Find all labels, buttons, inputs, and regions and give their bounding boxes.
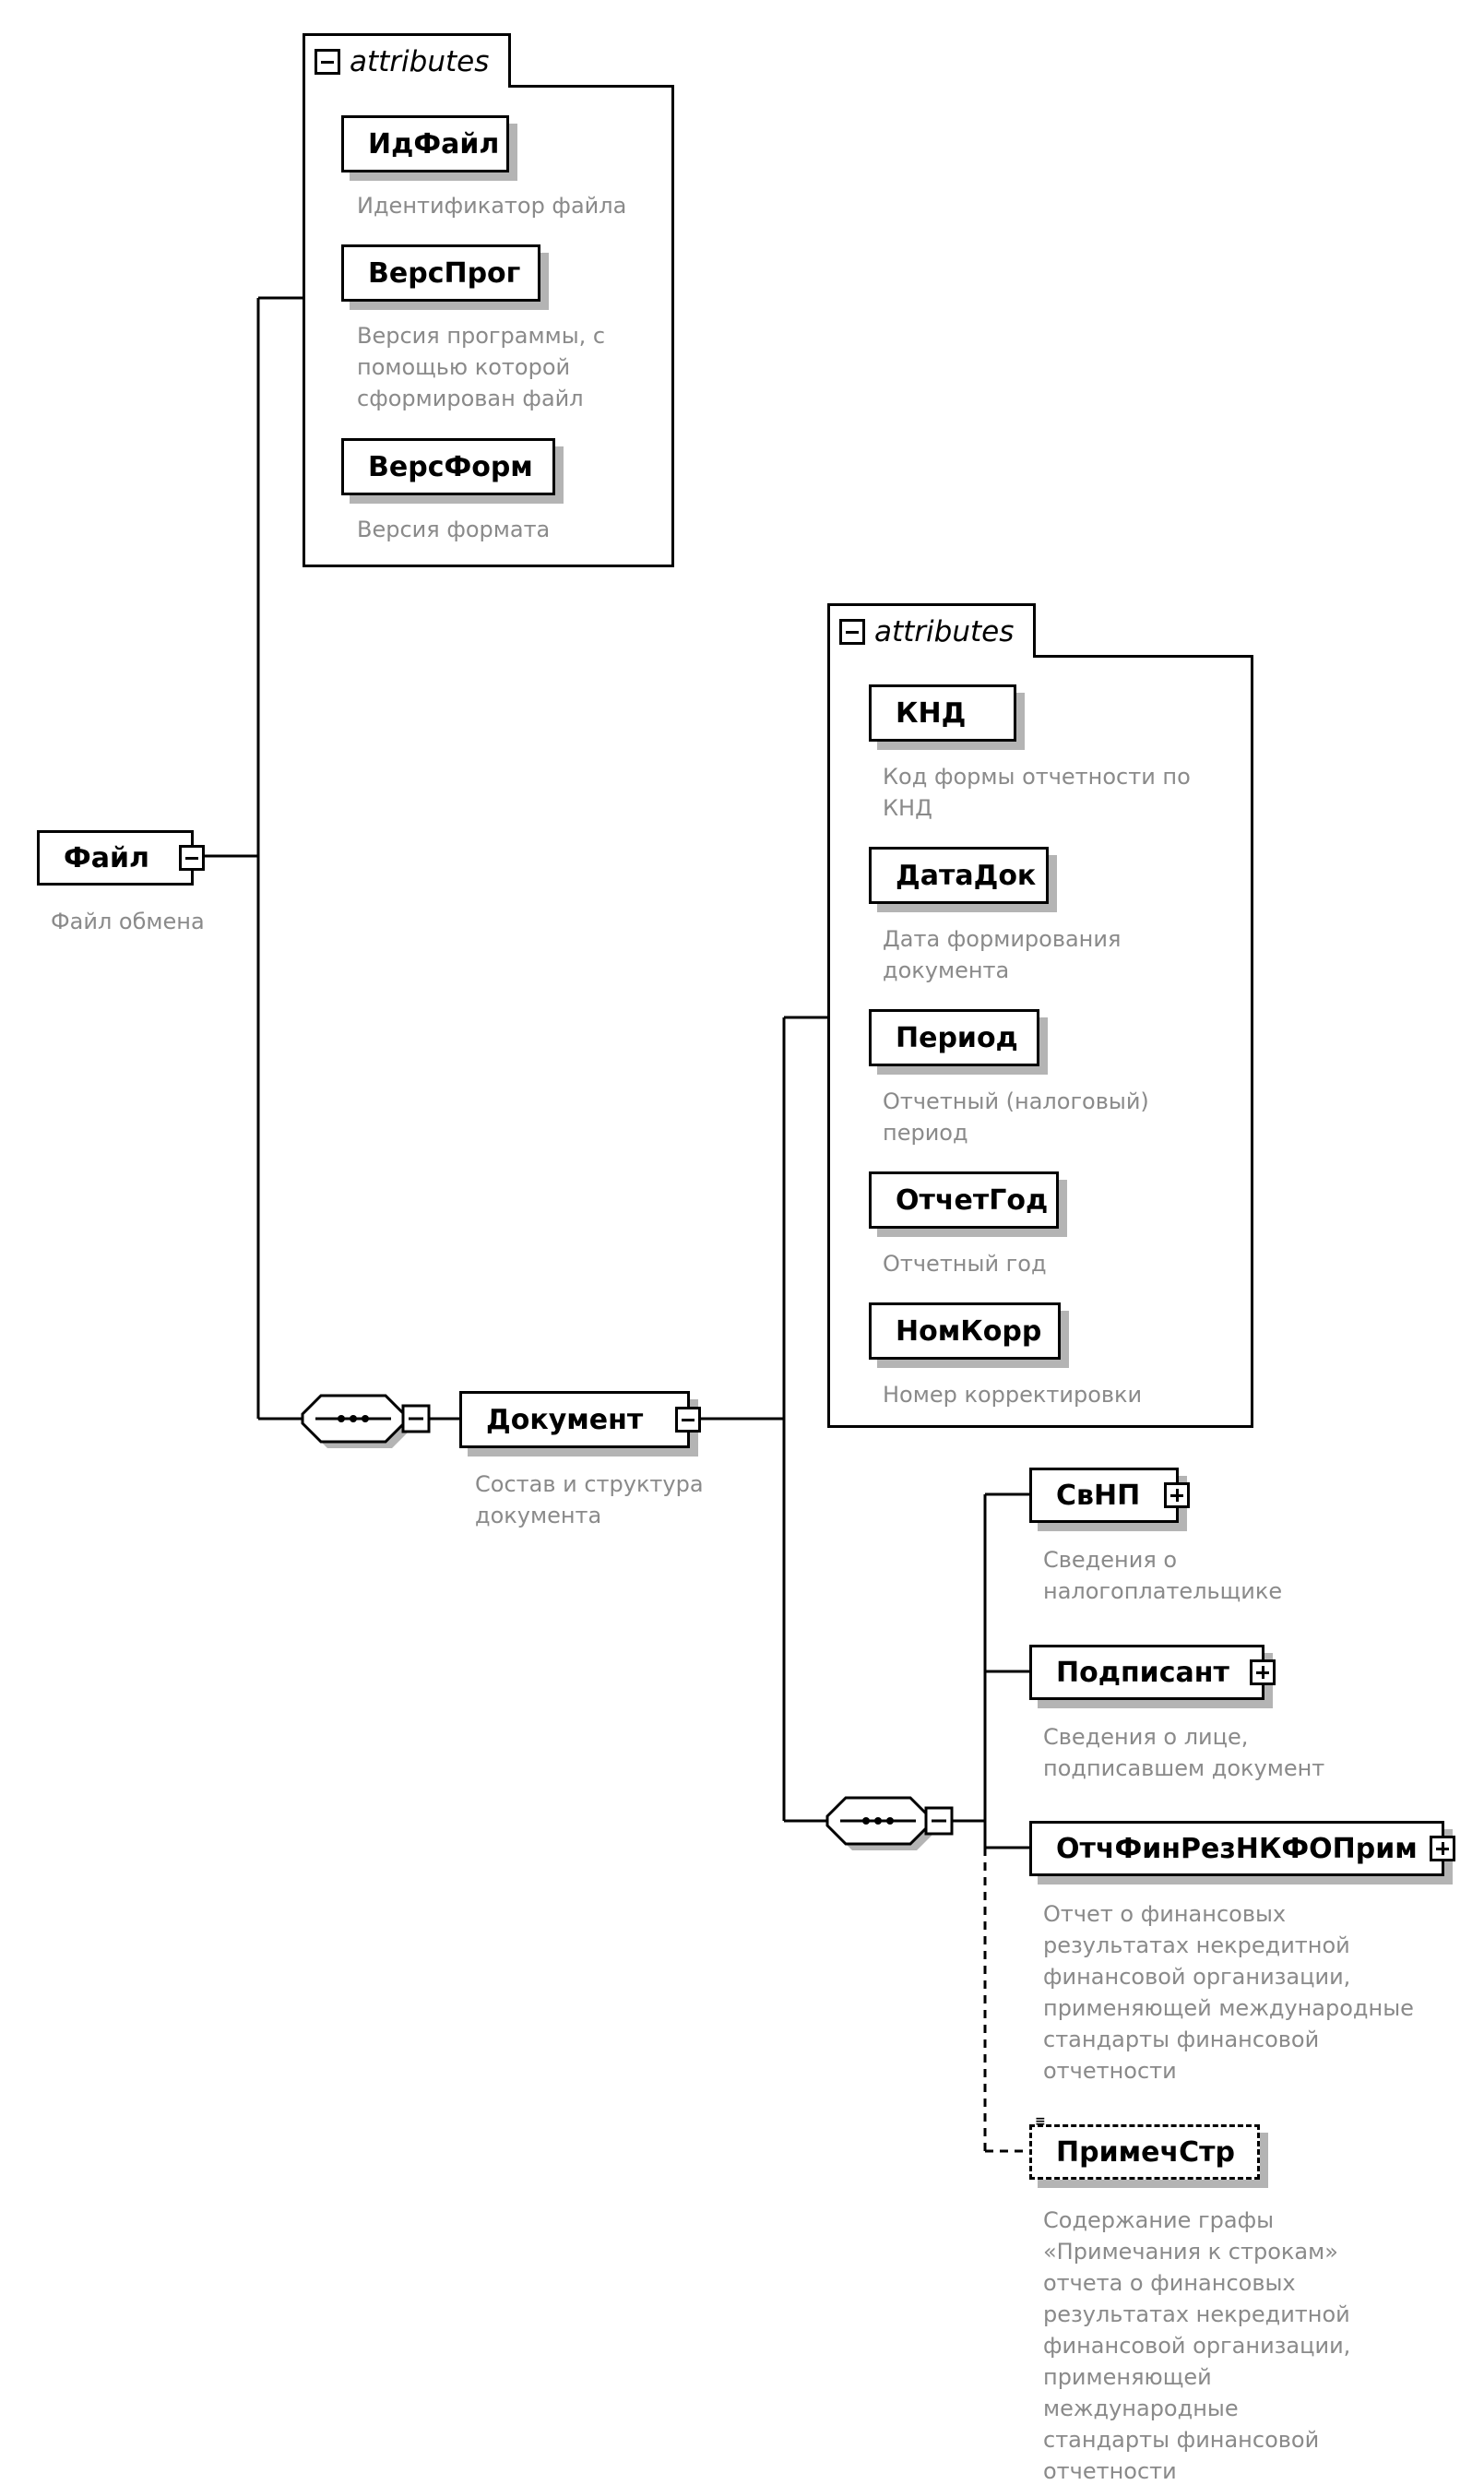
attribute-period[interactable]: Период [869,1009,1039,1066]
element-podpisant[interactable]: Подписант [1029,1645,1276,1700]
collapse-icon[interactable] [179,845,205,871]
element-description: Сведения о налогоплательщике [1043,1547,1283,1604]
attribute-otchetgod[interactable]: ОтчетГод [869,1171,1059,1229]
attribute-versform[interactable]: ВерсФорм [341,438,555,495]
element-description: Отчет о финансовых результатах некредитн… [1043,1901,1414,2084]
attribute-description: Идентификатор файла [357,193,627,219]
attributes-header[interactable]: attributes [827,603,1036,658]
sequence-compositor-icon [825,1796,935,1850]
attribute-description: Дата формирования документа [883,926,1122,983]
collapse-icon[interactable] [675,1407,701,1433]
attribute-idfile[interactable]: ИдФайл [341,115,509,172]
attribute-versprog[interactable]: ВерсПрог [341,244,540,302]
element-document[interactable]: Документ [459,1391,701,1448]
attribute-description: Отчетный год [883,1251,1047,1277]
attribute-description: Код формы отчетности по КНД [883,764,1191,821]
attribute-description: Номер корректировки [883,1382,1143,1408]
element-description: Сведения о лице, подписавшем документ [1043,1724,1325,1781]
element-primechstr[interactable]: ПримечСтр [1029,2124,1260,2180]
attribute-nomkorr[interactable]: НомКорр [869,1302,1061,1360]
attribute-knd[interactable]: КНД [869,684,1016,742]
attribute-datadok[interactable]: ДатаДок [869,847,1049,904]
element-file[interactable]: Файл [37,830,205,886]
collapse-icon[interactable] [315,49,340,75]
attribute-description: Версия программы, с помощью которой сфор… [357,323,606,411]
element-description: Состав и структура документа [475,1471,704,1528]
expand-icon[interactable] [1250,1659,1276,1685]
sequence-compositor-icon [301,1394,410,1448]
element-label: Документ [486,1403,644,1436]
expand-icon[interactable] [1164,1482,1190,1508]
element-label: Файл [64,841,149,874]
collapse-icon[interactable] [839,619,865,645]
element-svnp[interactable]: СвНП [1029,1468,1190,1523]
text-content-icon: ≡ [1035,2114,1046,2129]
element-description: Файл обмена [51,909,205,934]
attribute-description: Отчетный (налоговый) период [883,1088,1149,1146]
element-otchfinreznkfoprim[interactable]: ОтчФинРезНКФОПрим [1029,1821,1455,1876]
attributes-header[interactable]: attributes [303,33,511,88]
expand-icon[interactable] [1430,1836,1455,1861]
attribute-description: Версия формата [357,517,551,542]
element-description: Содержание графы «Примечания к строкам» … [1043,2207,1351,2484]
